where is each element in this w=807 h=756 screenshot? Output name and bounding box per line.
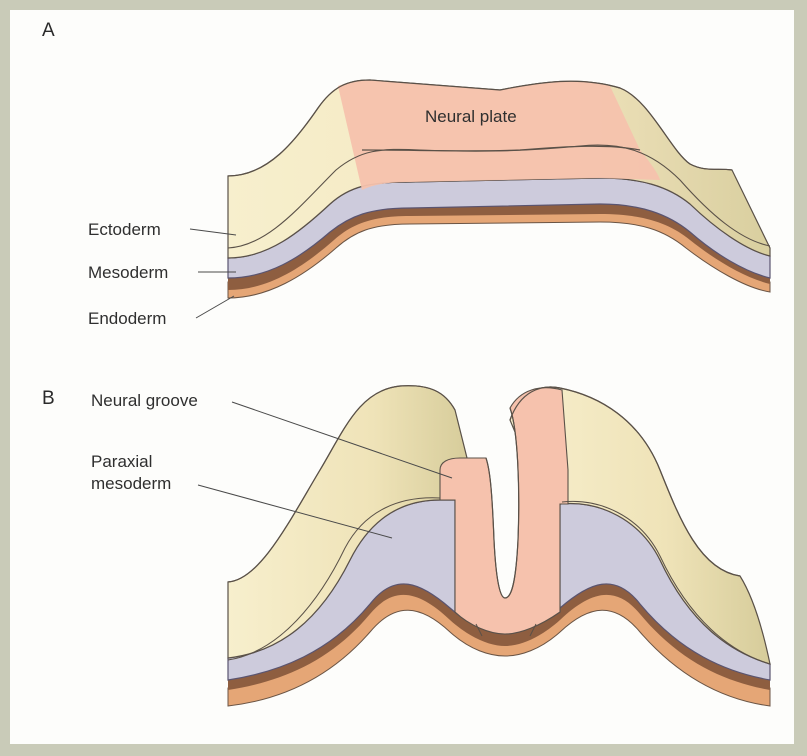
neural-plate-region xyxy=(338,80,660,190)
endoderm-leader-line xyxy=(196,296,234,318)
neural-groove-label: Neural groove xyxy=(91,390,198,412)
panel-b-illustration xyxy=(228,386,770,706)
mesoderm-label: Mesoderm xyxy=(88,262,168,284)
panel-a-letter: A xyxy=(42,20,55,42)
neural-plate-label: Neural plate xyxy=(425,106,517,128)
paraxial-label-line2: mesoderm xyxy=(91,473,171,495)
endoderm-label: Endoderm xyxy=(88,308,166,330)
ectoderm-label: Ectoderm xyxy=(88,219,161,241)
panel-b-letter: B xyxy=(42,388,55,410)
paraxial-label-line1: Paraxial xyxy=(91,451,152,473)
